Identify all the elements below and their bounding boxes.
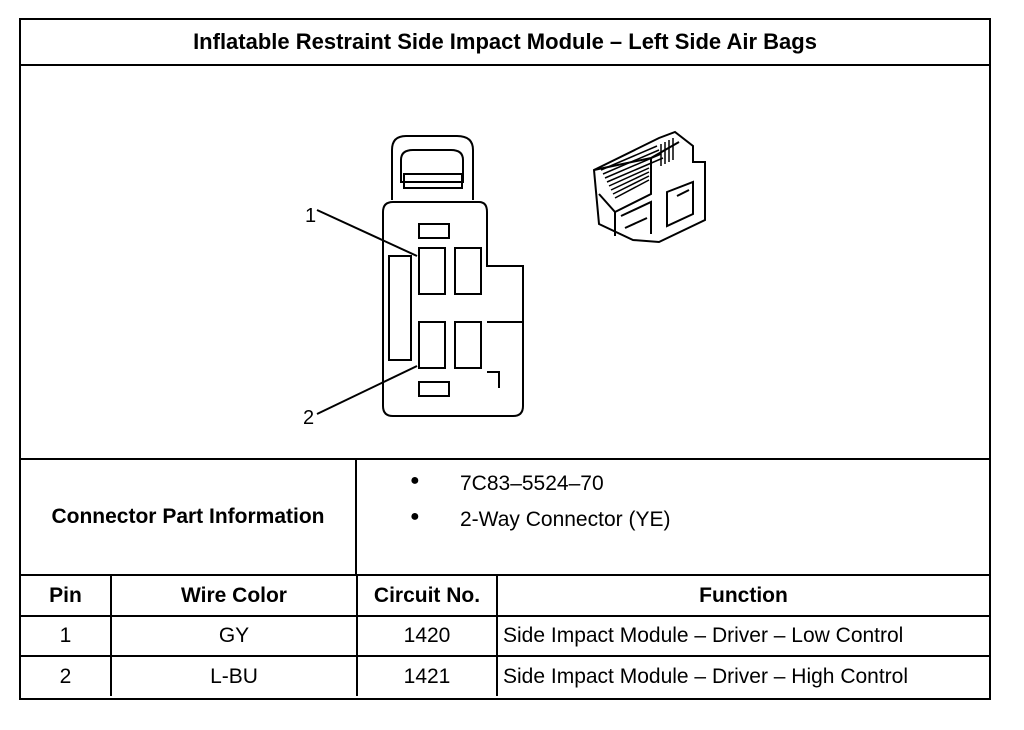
cell-function: Side Impact Module – Driver – High Contr… bbox=[496, 655, 989, 696]
part-number: 7C83–5524–70 bbox=[460, 472, 604, 495]
connector-drawing: 1 2 bbox=[303, 130, 706, 429]
cell-circuit-no: 1420 bbox=[356, 615, 498, 657]
table-row: 1 GY 1420 Side Impact Module – Driver – … bbox=[21, 615, 989, 657]
connector-ribs bbox=[600, 138, 674, 199]
cell-wire-color: L-BU bbox=[110, 655, 358, 696]
table-header-row: Pin Wire Color Circuit No. Function bbox=[21, 576, 989, 617]
cell-wire-color: GY bbox=[110, 615, 358, 657]
cell-circuit-no: 1421 bbox=[356, 655, 498, 696]
header-circuit-no: Circuit No. bbox=[356, 576, 498, 617]
callout-2-leader bbox=[316, 365, 418, 415]
bullet-icon: ● bbox=[410, 472, 420, 489]
page-title: Inflatable Restraint Side Impact Module … bbox=[21, 20, 989, 66]
callout-1-leader bbox=[316, 209, 418, 257]
connector-face-view bbox=[382, 135, 524, 417]
header-function: Function bbox=[496, 576, 989, 617]
table-row: 2 L-BU 1421 Side Impact Module – Driver … bbox=[21, 655, 989, 696]
cell-pin: 1 bbox=[21, 615, 112, 657]
header-wire-color: Wire Color bbox=[110, 576, 358, 617]
callout-2-label: 2 bbox=[303, 407, 314, 429]
connector-part-info-list: ● 7C83–5524–70 ● 2-Way Connector (YE) bbox=[357, 460, 989, 574]
cell-function: Side Impact Module – Driver – Low Contro… bbox=[496, 615, 989, 657]
connector-diagram: 1 2 bbox=[21, 66, 989, 460]
callout-1-label: 1 bbox=[305, 205, 316, 227]
bullet-icon: ● bbox=[410, 508, 420, 525]
pinout-table: Pin Wire Color Circuit No. Function 1 GY… bbox=[21, 576, 989, 696]
connector-type: 2-Way Connector (YE) bbox=[460, 508, 671, 531]
connector-part-info: Connector Part Information ● 7C83–5524–7… bbox=[21, 460, 989, 576]
cell-pin: 2 bbox=[21, 655, 112, 696]
connector-sheet: Inflatable Restraint Side Impact Module … bbox=[19, 18, 991, 700]
header-pin: Pin bbox=[21, 576, 112, 617]
connector-part-info-label: Connector Part Information bbox=[21, 460, 357, 574]
